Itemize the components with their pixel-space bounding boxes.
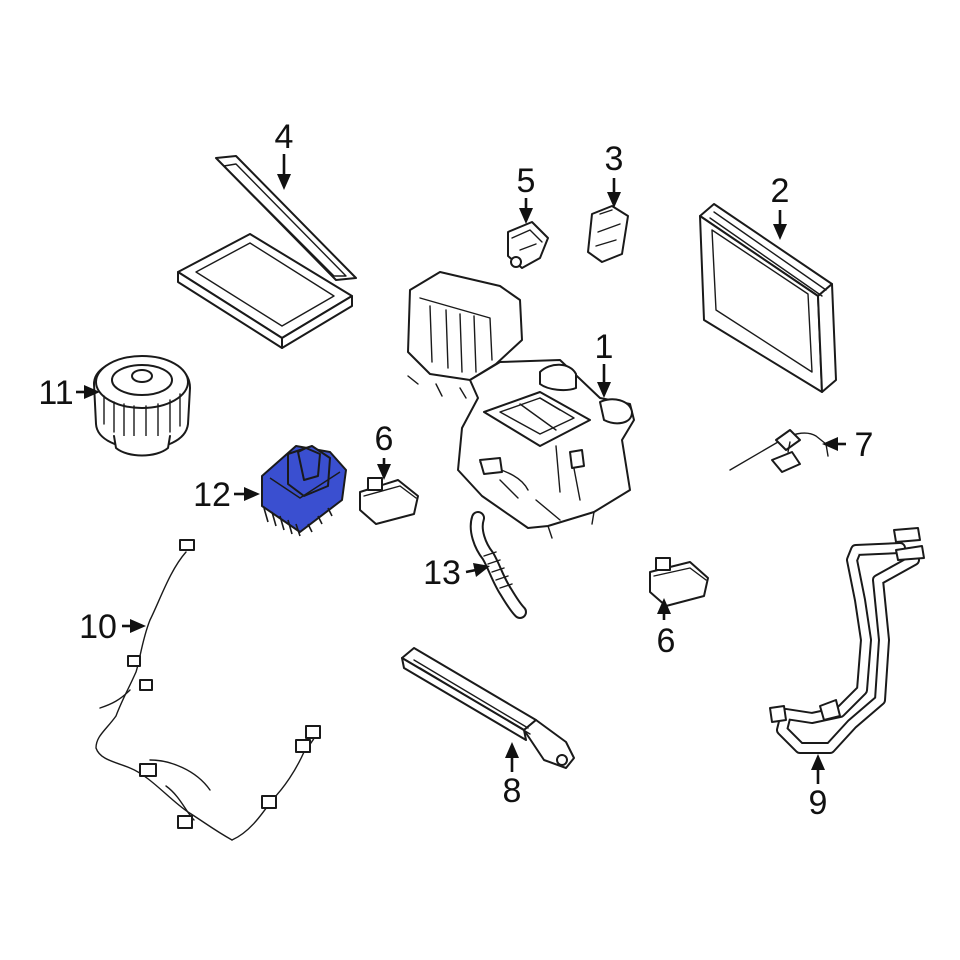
callout-8: 8 xyxy=(503,772,522,810)
callout-1: 1 xyxy=(595,328,614,366)
blower-resistor-icon[interactable] xyxy=(261,445,347,537)
callout-2: 2 xyxy=(771,172,790,210)
callout-13: 13 xyxy=(423,554,461,592)
callout-12: 12 xyxy=(193,476,231,514)
cabin-filter-icon[interactable] xyxy=(177,155,357,349)
blower-motor-icon[interactable] xyxy=(93,355,191,457)
callout-5: 5 xyxy=(517,162,536,200)
callout-11: 11 xyxy=(38,374,73,412)
callout-6-lower: 6 xyxy=(657,622,676,660)
door-actuator-icon[interactable] xyxy=(359,477,419,525)
callout-9: 9 xyxy=(809,784,828,822)
sensor-icon[interactable] xyxy=(729,429,829,473)
heater-core-icon[interactable] xyxy=(401,647,575,769)
hose-assembly-icon[interactable] xyxy=(769,527,925,754)
callout-4: 4 xyxy=(275,118,294,156)
callout-labels: 4 5 3 2 1 11 6 7 12 13 6 10 8 9 xyxy=(38,118,873,822)
callout-3: 3 xyxy=(605,140,624,178)
condenser-icon[interactable] xyxy=(699,203,837,393)
actuator-icon[interactable] xyxy=(507,221,549,269)
callout-6-upper: 6 xyxy=(375,420,394,458)
hvac-case-icon[interactable] xyxy=(407,271,635,539)
callout-7: 7 xyxy=(855,426,874,464)
wiring-harness-icon[interactable] xyxy=(95,539,321,841)
callout-arrows xyxy=(76,154,846,784)
callout-10: 10 xyxy=(79,608,117,646)
door-actuator-icon[interactable] xyxy=(649,557,709,607)
drain-hose-icon[interactable] xyxy=(469,511,527,619)
expansion-valve-icon[interactable] xyxy=(587,205,629,263)
